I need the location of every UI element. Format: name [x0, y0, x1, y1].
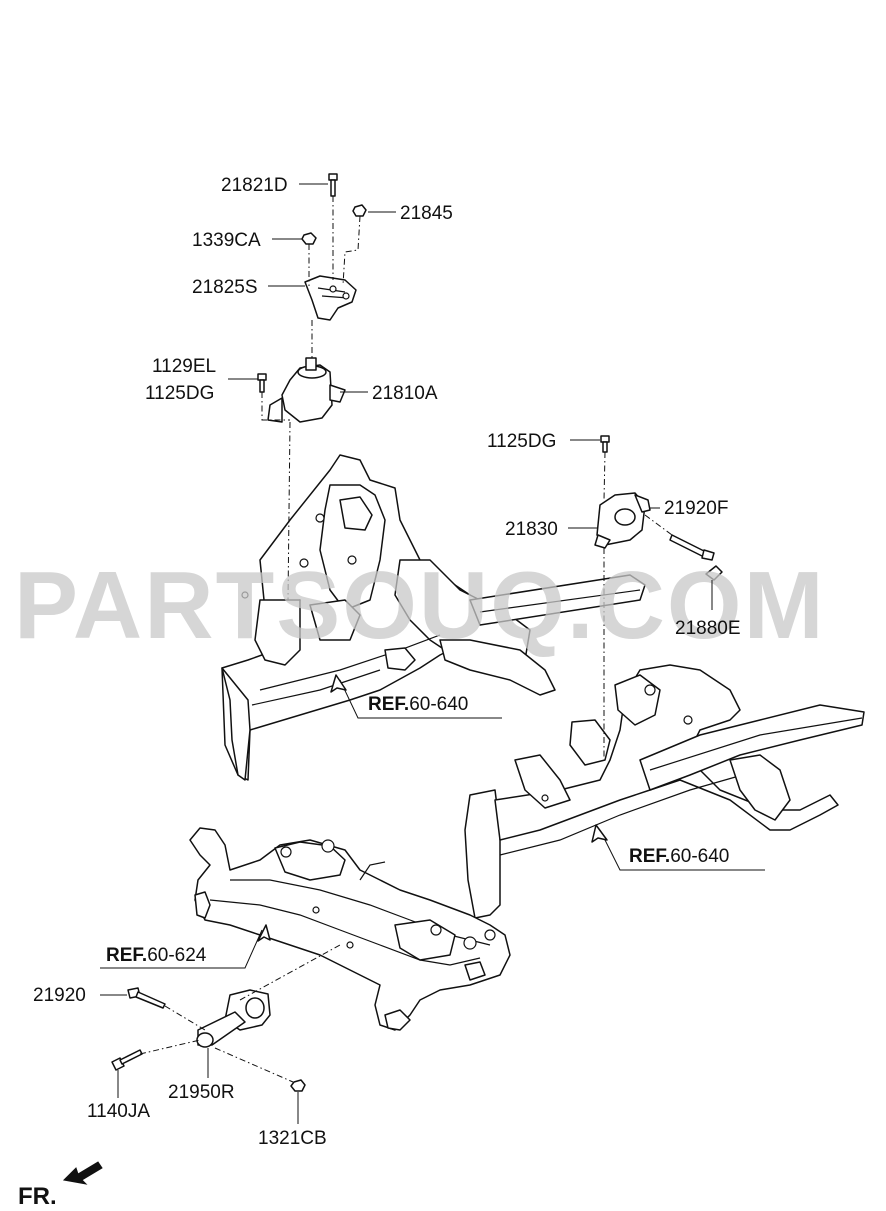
watermark-text: PARTSOUQ.COM [14, 552, 826, 659]
ref-number: 60-624 [147, 945, 207, 966]
left-side-member-drawing [221, 454, 646, 781]
ref-number: 60-640 [409, 694, 468, 715]
front-label: FR. [18, 1183, 57, 1210]
transmission-mount-21830-drawing [594, 492, 651, 549]
front-arrow-icon [62, 1161, 103, 1185]
ref-60-640-upper: REF.60-640 [368, 694, 468, 715]
mount-bracket-21825S-drawing [304, 275, 357, 321]
label-1321CB: 1321CB [258, 1128, 327, 1149]
label-21920: 21920 [33, 985, 86, 1006]
right-side-member-drawing [464, 664, 865, 919]
label-21880E: 21880E [675, 618, 741, 639]
fasteners-drawing [111, 173, 723, 1092]
label-1339CA: 1339CA [192, 230, 261, 251]
label-21825S: 21825S [192, 277, 258, 298]
ref-60-624: REF.60-624 [106, 945, 207, 966]
label-1140JA: 1140JA [87, 1101, 150, 1122]
engine-mount-21810A-drawing [267, 357, 346, 423]
ref-prefix: REF. [106, 945, 147, 966]
label-21845: 21845 [400, 203, 453, 224]
reference-labels: REF.60-640 REF.60-640 REF.60-624 [106, 694, 729, 966]
label-1125DG-left: 1125DG [145, 383, 214, 404]
ref-number: 60-640 [670, 846, 729, 867]
assembly-centerlines [139, 196, 673, 1083]
front-direction-indicator: FR. [18, 1161, 103, 1210]
label-21920F: 21920F [664, 498, 728, 519]
ref-prefix: REF. [368, 694, 409, 715]
roll-rod-21950R-drawing [196, 989, 271, 1048]
label-1129EL: 1129EL [152, 356, 216, 377]
subframe-drawing [189, 827, 511, 1031]
ref-60-640-lower: REF.60-640 [629, 846, 729, 867]
part-labels: 21821D 21845 1339CA 21825S 1129EL 1125DG… [33, 175, 741, 1149]
label-21821D: 21821D [221, 175, 288, 196]
leader-lines [100, 183, 765, 1124]
label-21950R: 21950R [168, 1082, 235, 1103]
label-21830: 21830 [505, 519, 558, 540]
ref-prefix: REF. [629, 846, 670, 867]
label-1125DG-right: 1125DG [487, 431, 556, 452]
label-21810A: 21810A [372, 383, 438, 404]
